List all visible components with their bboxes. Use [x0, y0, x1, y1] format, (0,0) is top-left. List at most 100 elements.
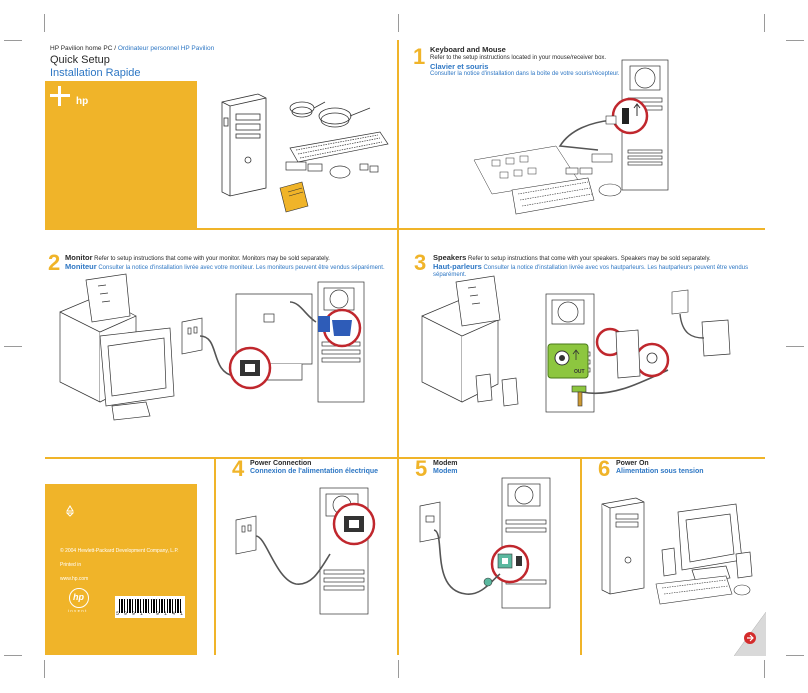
step-4-title: Power Connection	[250, 460, 312, 467]
crop-mark	[4, 346, 22, 347]
guide-booklet	[279, 181, 309, 213]
step-5-title: Modem	[433, 460, 458, 467]
crop-mark	[44, 14, 45, 32]
power-adapter	[671, 289, 689, 315]
crop-mark	[398, 660, 399, 678]
step-number-4: 4	[232, 456, 245, 481]
pc-tower	[601, 497, 645, 595]
audio-plug	[571, 385, 587, 407]
step-3-illustration: OUT	[412, 272, 762, 450]
pc-tower	[221, 93, 267, 197]
receiver-illus	[285, 161, 323, 172]
audio-out-callout	[547, 343, 589, 379]
step-3-desc: Refer to setup instructions that come wi…	[468, 256, 711, 262]
page-curl	[733, 611, 767, 657]
wall-jack	[419, 501, 441, 543]
setup-sheet	[473, 145, 579, 195]
power-callout	[332, 502, 376, 546]
panel-divider	[397, 228, 399, 457]
hp-plus-logo: hp	[50, 86, 90, 126]
receiver-illus	[565, 153, 613, 175]
step-number-1: 1	[413, 44, 426, 69]
step-number-3: 3	[414, 250, 427, 275]
product-line: HP Pavilion home PC / Ordinateur personn…	[50, 45, 215, 52]
step-1-desc: Refer to the setup instructions located …	[430, 54, 607, 61]
crop-mark	[764, 660, 765, 678]
usb-callout	[611, 97, 649, 135]
step-1-title-fr: Clavier et souris	[430, 61, 489, 71]
step-3-text: Speakers Refer to setup instructions tha…	[433, 253, 763, 279]
step-2-desc: Refer to setup instructions that come wi…	[94, 256, 330, 262]
crop-mark	[4, 40, 22, 41]
step-2-title: Monitor	[65, 253, 93, 262]
step-6-title-fr: Alimentation sous tension	[616, 468, 704, 476]
keyboard-illus	[511, 177, 595, 215]
cables-illus	[289, 101, 371, 128]
panel-divider	[45, 228, 765, 230]
printed-in: Printed in	[60, 562, 82, 568]
crop-mark	[786, 40, 804, 41]
panel-divider	[580, 457, 582, 655]
hp-invent-logo: hp invent	[60, 588, 98, 616]
step-number-5: 5	[415, 456, 428, 481]
step-1-illustration	[470, 50, 762, 220]
step-6-illustration	[596, 490, 762, 650]
step-2-text: Monitor Refer to setup instructions that…	[65, 253, 395, 272]
step-5-text: Modem Modem	[433, 460, 573, 476]
panel-divider	[214, 457, 216, 655]
panel-divider	[45, 457, 765, 459]
barcode: 5 9 9 1 - 9 1 4 1	[115, 596, 185, 618]
audio-out-label: OUT	[574, 369, 585, 375]
crop-mark	[44, 660, 45, 678]
step-number-6: 6	[598, 456, 611, 481]
mouse-illus	[329, 163, 379, 179]
wall-outlet	[235, 515, 257, 555]
crt-monitor	[99, 327, 175, 421]
crop-mark	[398, 14, 399, 32]
step-4-text: Power Connection Connexion de l'alimenta…	[250, 460, 395, 476]
barcode-bars	[119, 599, 181, 613]
cover-illustration	[210, 88, 390, 218]
mouse-illus	[598, 183, 622, 197]
speaker-illus	[661, 547, 753, 579]
power-cable	[255, 535, 331, 585]
panel-divider	[397, 40, 399, 228]
speaker-illus	[475, 373, 519, 407]
pc-tower-back	[317, 281, 365, 403]
hp-logo-text: hp	[76, 96, 89, 107]
usb-cable	[558, 119, 615, 151]
crop-mark	[786, 655, 804, 656]
step-1-desc-fr: Consulter la notice d'installation dans …	[430, 71, 620, 78]
modem-callout	[490, 544, 530, 584]
speaker-cable	[679, 313, 705, 339]
step-2-desc-fr: Consulter la notice d'installation livré…	[98, 264, 385, 271]
vga-callout	[318, 308, 362, 348]
speaker-illus	[615, 319, 731, 379]
panel-divider	[397, 457, 399, 655]
cover-orange-block	[45, 81, 197, 228]
step-2-title-fr: Moniteur	[65, 261, 97, 271]
copyright: © 2004 Hewlett-Packard Development Compa…	[60, 548, 179, 554]
vga-cable	[289, 301, 317, 323]
step-1-text: Keyboard and Mouse Refer to the setup in…	[430, 45, 670, 78]
step-5-illustration	[406, 470, 576, 648]
crop-mark	[4, 655, 22, 656]
hp-invent-text: invent	[68, 608, 88, 613]
power-callout	[228, 346, 272, 390]
recycle-icon	[64, 504, 76, 517]
barcode-number: 5 9 9 1 - 9 1 4 1	[115, 611, 184, 617]
step-5-title-fr: Modem	[433, 468, 458, 476]
plus-icon-bar	[58, 86, 61, 106]
step-6-text: Power On Alimentation sous tension	[616, 460, 762, 476]
step-number-2: 2	[48, 250, 61, 275]
phone-plug	[483, 577, 493, 587]
step-3-title: Speakers	[433, 253, 467, 262]
power-cable	[199, 335, 235, 377]
wall-outlet	[181, 317, 203, 355]
usb-plug	[605, 115, 617, 125]
mouse-illus	[733, 584, 751, 596]
pc-tower-back	[501, 477, 551, 609]
website: www.hp.com	[60, 576, 89, 582]
step-1-title: Keyboard and Mouse	[430, 45, 506, 54]
hp-logo-circle	[69, 588, 89, 608]
